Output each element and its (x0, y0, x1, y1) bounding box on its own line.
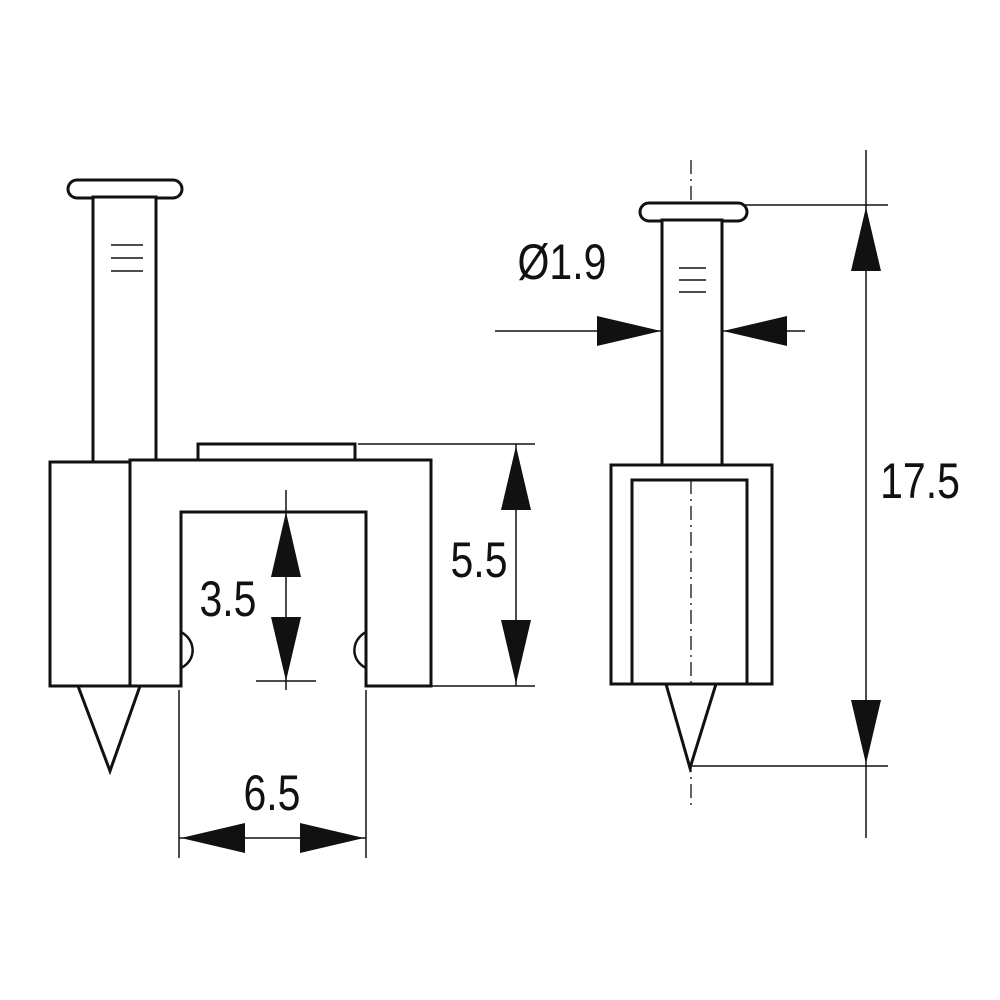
front-nail-shank (91, 195, 158, 465)
dim-slot-width: 6.5 (178, 690, 367, 858)
front-view: 3.5 5.5 6.5 (48, 178, 535, 858)
front-left-bump (180, 630, 194, 670)
front-shank-grip-marks (111, 244, 143, 272)
side-nail-point (664, 682, 719, 774)
dim-slot-depth-label: 3.5 (200, 571, 257, 627)
dim-body-height: 5.5 (358, 443, 535, 687)
side-nail-shank (660, 218, 724, 484)
dim-nail-diameter-label: Ø1.9 (518, 234, 607, 290)
front-right-bump (353, 630, 367, 670)
dim-body-height-label: 5.5 (451, 532, 508, 588)
front-nail-point (75, 684, 143, 776)
dim-total-height: 17.5 (692, 150, 960, 838)
front-nail-block (48, 460, 132, 688)
side-inner-body (630, 478, 749, 686)
dim-slot-depth: 3.5 (200, 490, 316, 690)
front-clip-body (128, 458, 433, 688)
side-view: Ø1.9 17.5 (495, 150, 960, 838)
dim-nail-diameter: Ø1.9 (495, 234, 805, 346)
side-nail-head (638, 201, 749, 223)
dim-total-height-label: 17.5 (880, 453, 960, 509)
dim-slot-width-label: 6.5 (244, 765, 301, 821)
front-nail-head (66, 178, 184, 200)
side-shank-grip-marks (679, 267, 706, 293)
